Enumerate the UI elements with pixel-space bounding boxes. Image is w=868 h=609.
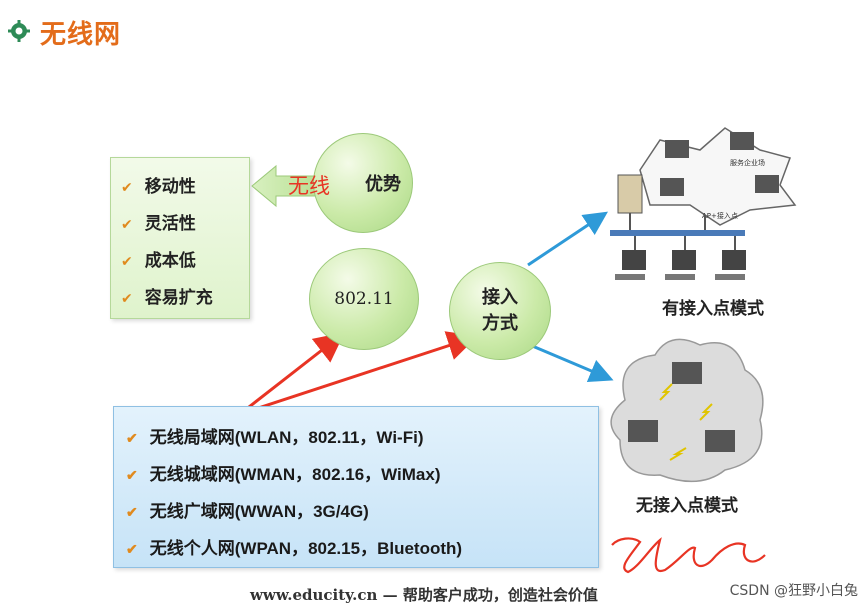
red-arrow-to-access bbox=[239, 331, 478, 416]
list-item: ✔无线个人网(WPAN，802.15，Bluetooth) bbox=[126, 539, 463, 558]
adhoc-mode-caption: 无接入点模式 bbox=[636, 496, 738, 516]
check-icon: ✔ bbox=[126, 504, 138, 520]
list-item: ✔无线局域网(WLAN，802.11，Wi-Fi) bbox=[126, 428, 424, 447]
network-types-list: ✔无线局域网(WLAN，802.11，Wi-Fi) ✔无线城域网(WMAN，80… bbox=[113, 406, 599, 568]
check-icon: ✔ bbox=[126, 541, 138, 557]
check-icon: ✔ bbox=[121, 217, 133, 233]
arrow-to-ap-mode bbox=[527, 211, 608, 267]
list-item: ✔容易扩充 bbox=[121, 288, 213, 308]
list-item: ✔无线城域网(WMAN，802.16，WiMax) bbox=[126, 465, 441, 484]
signature-scribble bbox=[611, 537, 766, 574]
page-title: 无线网 bbox=[40, 20, 122, 50]
list-item: ✔无线广域网(WWAN，3G/4G) bbox=[126, 502, 369, 521]
check-icon: ✔ bbox=[126, 430, 138, 446]
adhoc-mode-illustration bbox=[610, 338, 764, 483]
list-item: ✔成本低 bbox=[121, 251, 196, 271]
advantage-bubble: 优势 bbox=[313, 133, 413, 233]
ap-mode-caption: 有接入点模式 bbox=[662, 299, 764, 319]
wireless-annotation: 无线 bbox=[288, 174, 330, 198]
check-icon: ✔ bbox=[121, 180, 133, 196]
gear-logo-icon bbox=[8, 20, 30, 42]
ap-mode-illustration: 服务企业场 AP+接入点 bbox=[610, 127, 797, 280]
red-arrow-to-80211 bbox=[239, 332, 345, 416]
standard-bubble: 802.11 bbox=[309, 248, 419, 350]
check-icon: ✔ bbox=[126, 467, 138, 483]
list-item: ✔移动性 bbox=[121, 177, 196, 197]
arrow-to-adhoc-mode bbox=[529, 343, 614, 383]
access-method-bubble: 接入 方式 bbox=[449, 262, 551, 360]
footer-slogan: www.educity.cn — 帮助客户成功，创造社会价值 bbox=[250, 586, 598, 604]
check-icon: ✔ bbox=[121, 291, 133, 307]
svg-text:服务企业场: 服务企业场 bbox=[730, 158, 765, 167]
check-icon: ✔ bbox=[121, 254, 133, 270]
svg-text:AP+接入点: AP+接入点 bbox=[702, 211, 738, 220]
watermark: CSDN @狂野小白兔 bbox=[729, 583, 858, 599]
list-item: ✔灵活性 bbox=[121, 214, 196, 234]
advantages-list: ✔移动性 ✔灵活性 ✔成本低 ✔容易扩充 bbox=[110, 157, 250, 319]
